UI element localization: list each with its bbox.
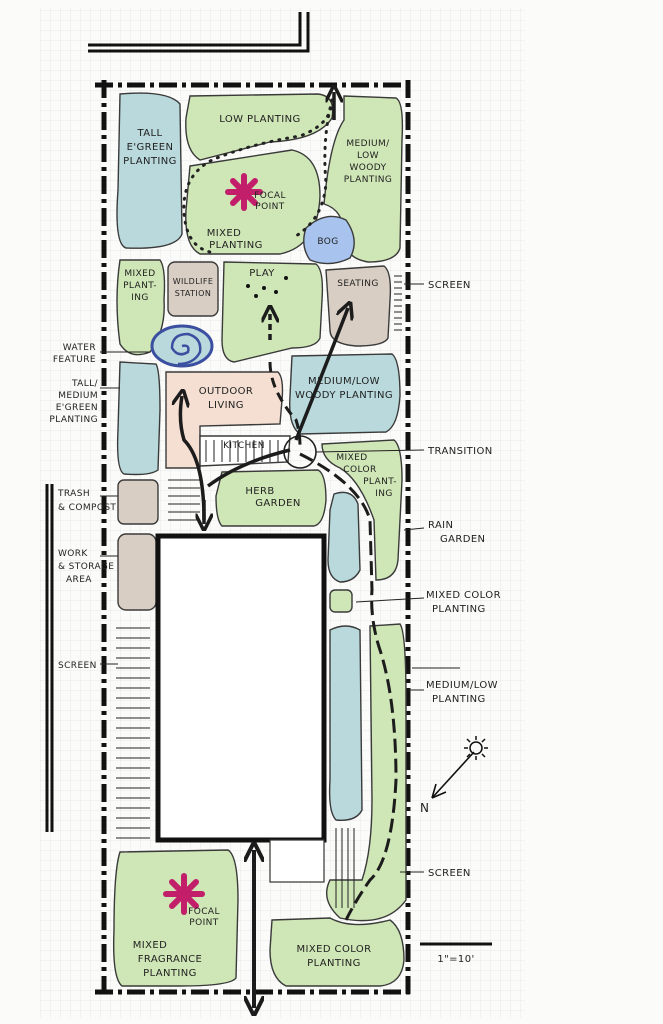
bed-mixed-color-small	[329, 589, 353, 613]
north-arrow-icon	[431, 751, 475, 799]
property-boundary	[95, 80, 412, 998]
bed-bog	[303, 215, 355, 265]
bed-herb-garden	[215, 469, 327, 527]
label-screen-top: SCREEN	[428, 280, 471, 291]
dashed-circulation-path-upper	[268, 361, 302, 447]
arrow-to-seating	[294, 308, 348, 441]
play-dots	[246, 276, 288, 298]
screen-left-hatch	[116, 627, 150, 839]
label-transition: TRANSITION	[427, 446, 493, 457]
bed-seating	[325, 265, 392, 347]
kitchen-hatch	[205, 440, 279, 462]
bed-tall-medium-egreen	[116, 361, 161, 476]
steps-hatch	[168, 479, 200, 521]
water-spiral-icon	[150, 324, 214, 368]
bed-mixed-color-bottom	[269, 917, 405, 987]
bed-tall-egreen	[116, 92, 183, 249]
screens	[116, 275, 402, 908]
arrow-to-kitchen-curve	[206, 448, 291, 488]
label-trash-compost: TRASH& COMPOST	[57, 489, 116, 513]
bed-wildlife-station	[167, 261, 219, 317]
label-screen-bottom: SCREEN	[428, 868, 471, 879]
label-low-planting: LOW PLANTING	[219, 114, 300, 125]
house-footprint	[155, 533, 327, 843]
planting-beds	[112, 92, 407, 987]
label-play: PLAY	[249, 268, 275, 279]
label-seating: SEATING	[337, 279, 379, 289]
label-bog: BOG	[317, 237, 338, 247]
side-fence	[45, 484, 54, 832]
label-screen-left: SCREEN	[58, 661, 97, 671]
focal-point-asterisk-icon	[163, 873, 205, 915]
bed-mixed-color-mid	[321, 439, 403, 581]
house-stoop	[269, 839, 325, 883]
label-scale: 1"=10'	[437, 954, 474, 965]
label-kitchen: KITCHEN	[223, 441, 265, 451]
dashed-circulation-path	[299, 452, 398, 921]
screen-top-hatch	[394, 275, 402, 331]
leader-lines	[100, 283, 460, 873]
bed-mixed-fragrance	[112, 849, 239, 987]
bed-rain-garden	[327, 491, 361, 583]
bed-trash-compost	[117, 479, 159, 525]
dotted-paths	[182, 98, 334, 254]
bed-medium-low-planting	[328, 625, 363, 821]
label-north: N	[420, 801, 429, 815]
sun-icon	[464, 736, 488, 760]
arrow-to-outdoor-living	[180, 396, 206, 521]
circulation-arrows	[180, 92, 348, 1008]
neighbor-wall	[88, 12, 310, 53]
bed-medium-low-woody-mid	[289, 353, 401, 435]
bed-work-storage	[117, 533, 157, 611]
screen-bottom-hatch	[335, 828, 355, 908]
focal-point-asterisk-icon	[225, 173, 263, 211]
